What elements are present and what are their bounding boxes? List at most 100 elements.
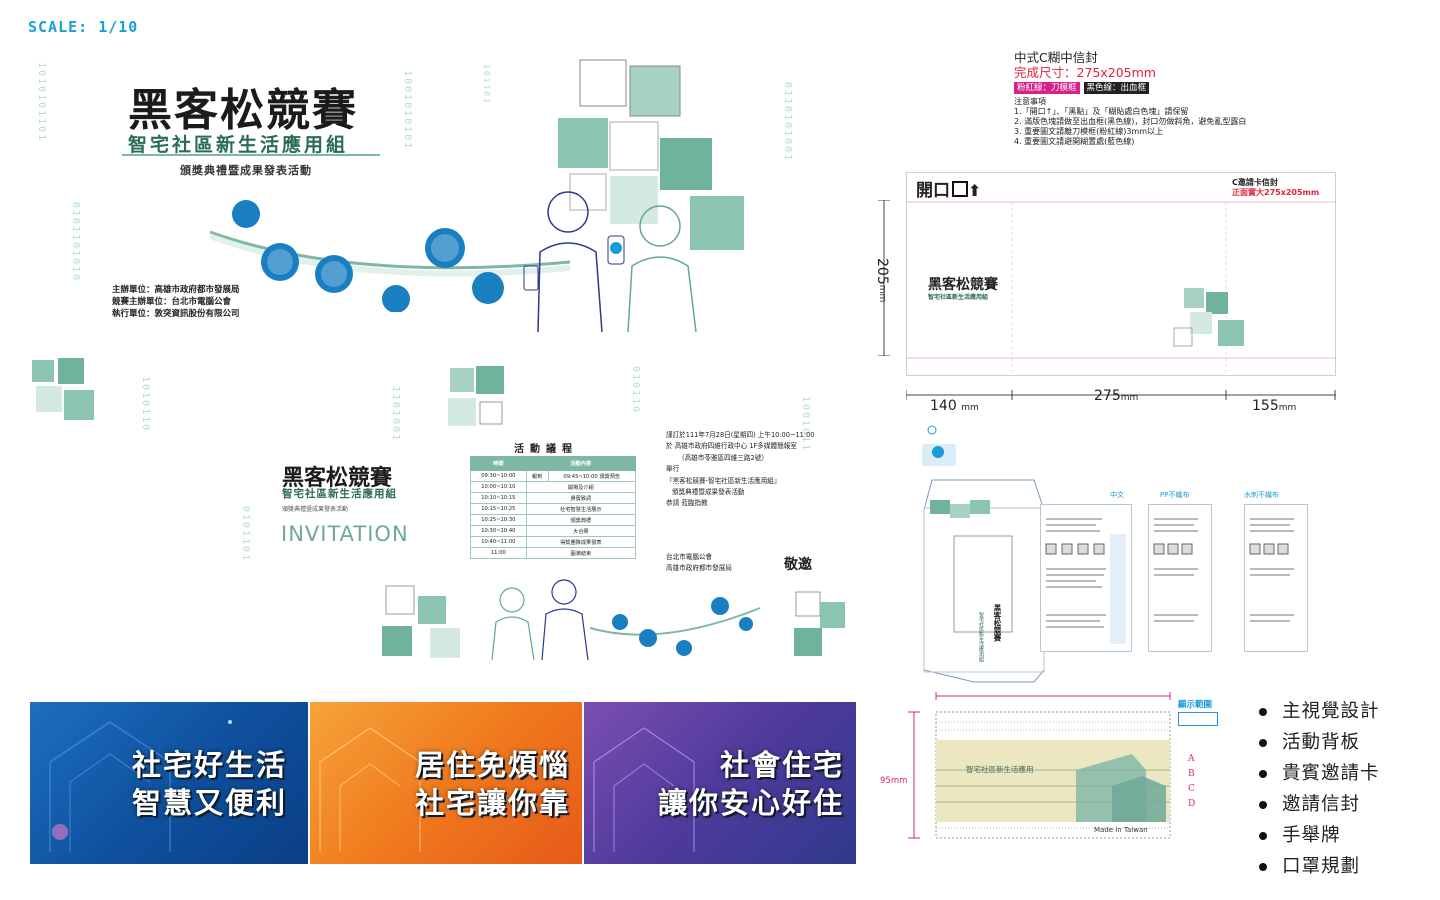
cube-cluster-graphic (382, 585, 460, 658)
invitation-line: 頒獎典禮暨成果發表活動 (672, 488, 745, 497)
display-range-box (1178, 712, 1218, 726)
lightbulb-icon (315, 255, 353, 293)
envelope-layout (906, 172, 1336, 376)
section-letter: A (1188, 754, 1195, 764)
envelope-logo-subtitle: 智宅社區新生活應用組 (928, 294, 989, 301)
code-column-decoration: 101101 (482, 64, 491, 105)
schedule-activity: 開場及介紹 (525, 481, 637, 493)
cube-cluster-graphic (794, 591, 845, 656)
dimension-unit: mm (877, 284, 887, 303)
schedule-time: 10:10~10:15 (470, 492, 527, 504)
code-column-decoration: 0110101001 (782, 82, 793, 163)
placard-height-label: 95mm (880, 776, 908, 786)
cut-line-tag: 粉紅線：刀模框 (1014, 82, 1080, 94)
banner-line: 社宅讓你靠 (414, 786, 570, 820)
invitation-closing: 敬邀 (784, 557, 812, 573)
schedule-header: 時間 (470, 456, 527, 471)
schedule-table: 時間 活動內容 09:30~10:00 報到 09:45~10:00 頒獎預告 … (470, 456, 637, 559)
table-row: 10:40~11:00 得獎團隊成果發表 (470, 536, 637, 548)
envelope-name: 中式C糊中信封 (1014, 50, 1098, 65)
main-visual-board: 1010101101 0101101010 1001010101 0110101… (30, 52, 806, 334)
note-line: 4. 重要圖文請避開糊置處(藍色線) (1014, 137, 1135, 146)
invitation-line: （高雄市苓雅區四維三路2號） (678, 453, 768, 462)
schedule-header: 活動內容 (525, 456, 637, 471)
community-icon (232, 200, 260, 228)
banner-line: 智慧又便利 (132, 786, 288, 820)
invitation-line: 『黑客松競賽-智宅社區新生活應用組』 (666, 476, 781, 485)
left-width-label: 140 mm (930, 398, 979, 414)
square-icon (952, 181, 968, 197)
notes-title: 注意事項 (1014, 97, 1046, 106)
scale-label: SCALE: 1/10 (28, 18, 139, 36)
signer: 高雄市政府都市發展局 (666, 564, 732, 572)
people-icon-strip (491, 579, 761, 660)
table-row: 10:25~10:30 頒獎典禮 (470, 514, 637, 526)
code-column-decoration: 1001011 (800, 396, 811, 453)
invitation-english: INVITATION (281, 522, 409, 546)
list-item: 貴賓邀請卡 (1256, 758, 1380, 789)
table-row: 10:15~10:25 社宅智慧生活展示 (470, 503, 637, 515)
list-item: 活動背板 (1256, 727, 1380, 758)
schedule-time: 11:00 (470, 547, 527, 559)
section-letter: C (1188, 784, 1195, 794)
schedule-time: 10:00~10:10 (470, 481, 527, 493)
schedule-activity: 得獎團隊成果發表 (525, 536, 637, 548)
note-line: 3. 重要圖文請離刀模框(粉紅線)3mm以上 (1014, 127, 1164, 136)
section-letter: B (1188, 769, 1195, 779)
schedule-activity: 圓滿結束 (525, 547, 637, 559)
cube-stack-graphic (558, 59, 744, 250)
schedule-activity: 報到 (525, 470, 549, 482)
envelope-spec-notes: 中式C糊中信封 完成尺寸：275x205mm 粉紅線：刀模框黑色線：出血框 注意… (1014, 50, 1246, 147)
mask-text-blocks (1045, 518, 1294, 644)
mask-panel-label: 中文 (1110, 491, 1124, 499)
code-column-decoration: 1001010101 (402, 70, 413, 151)
placard-banner-purple: 社會住宅 讓你安心好住 (584, 702, 856, 864)
mask-info-panel (1244, 504, 1308, 652)
mask-brand-vertical: 黑客松競賽 (993, 604, 1002, 642)
dimension-unit: mm (961, 403, 979, 413)
organizer-line: 主辦單位：高雄市政府都市發展局 (112, 285, 240, 295)
mask-info-panel (1148, 504, 1212, 652)
placard-banner-orange: 居住免煩惱 社宅讓你靠 (310, 702, 582, 864)
arrow-up-icon: ⬆ (968, 181, 982, 200)
dimension-value: 275 (1094, 388, 1121, 404)
schedule-time: 10:40~11:00 (470, 536, 527, 548)
schedule-activity: 社宅智慧生活展示 (525, 503, 637, 515)
invitation-body: 謹訂於111年7月28日(星期四) 上午10:00~11:00 於 高雄市政府四… (666, 430, 814, 510)
card-name: C邀請卡信封 (1232, 178, 1278, 187)
schedule-activity: 大合照 (525, 525, 637, 537)
organizer-line: 執行單位：敦突資訊股份有限公司 (112, 309, 240, 319)
code-column-decoration: 1101001 (390, 386, 401, 443)
banner-line: 社宅好生活 (132, 748, 288, 782)
table-row: 10:10~10:15 貴賓致詞 (470, 492, 637, 504)
list-item: 手舉牌 (1256, 820, 1380, 851)
code-column-decoration: 1010101101 (36, 62, 47, 143)
code-column-decoration: 1010110 (140, 376, 151, 433)
bleed-line-tag: 黑色線：出血框 (1083, 82, 1150, 94)
organizer-line: 競賽主辦單位：台北市電腦公會 (112, 297, 232, 307)
schedule-time: 10:25~10:30 (470, 514, 527, 526)
schedule-title: 活動議程 (514, 444, 578, 455)
center-width-label: 275mm (1094, 388, 1138, 404)
envelope-size: 完成尺寸：275x205mm (1014, 65, 1156, 80)
envelope-logo-title: 黑客松競賽 (928, 277, 998, 293)
schedule-activity: 頒獎典禮 (525, 514, 637, 526)
mask-panel-label: 水刺不織布 (1244, 491, 1279, 499)
code-column-decoration: 0101101010 (70, 202, 81, 283)
circuit-house-graphic (319, 727, 421, 852)
cube-cluster-graphic (448, 366, 504, 426)
mask-panel-label: PP不織布 (1160, 491, 1190, 499)
invitation-line: 舉行 (666, 465, 680, 474)
envelope-fold-lines (906, 201, 1336, 372)
invitation-signers: 台北市電腦公會 高雄市政府都市發展局 (666, 552, 732, 574)
right-width-label: 155mm (1252, 398, 1296, 414)
note-line: 2. 滿版色塊請做至出血框(黑色線)，封口勿做斜角，避免亂型露白 (1014, 117, 1247, 126)
schedule-activity: 貴賓致詞 (525, 492, 637, 504)
card-size: 正面實大275x205mm (1232, 188, 1320, 197)
schedule-time: 10:15~10:25 (470, 503, 527, 515)
height-dimension-line (878, 200, 890, 356)
section-letter: D (1188, 799, 1196, 809)
banner-line: 社會住宅 (719, 748, 844, 782)
icon-curve-graphic (208, 200, 571, 312)
table-row: 11:00 圓滿結束 (470, 547, 637, 559)
